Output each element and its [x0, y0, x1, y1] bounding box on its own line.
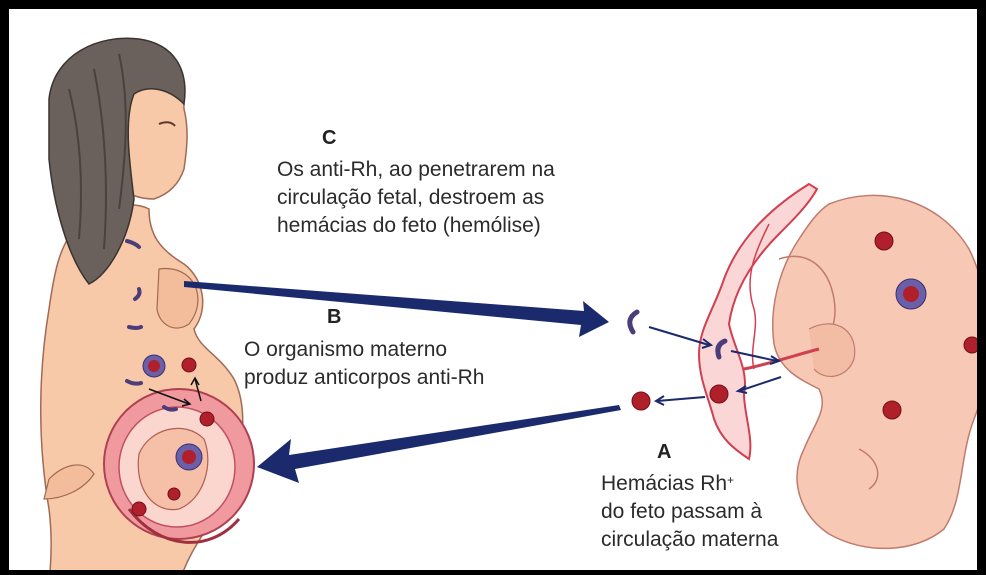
label-a-line-2: do feto passam à: [601, 499, 762, 525]
red-cell: [875, 232, 893, 250]
red-cell: [200, 412, 214, 426]
label-c-line-3: hemácias do feto (hemólise): [277, 213, 541, 239]
red-cell: [182, 358, 196, 372]
label-b-line-2: produz anticorpos anti-Rh: [244, 365, 484, 391]
fetus: [744, 195, 986, 548]
red-cell: [710, 385, 728, 403]
label-b-letter: B: [327, 306, 341, 329]
label-c-line-1: Os anti-Rh, ao penetrarem na: [277, 157, 555, 183]
antibody: [630, 312, 637, 332]
antibody: [129, 327, 141, 328]
arrow-to-fetus: [184, 281, 609, 337]
label-a-line-1-main: Hemácias Rh: [601, 472, 727, 495]
label-c-line-2: circulação fetal, destroem as: [277, 185, 544, 211]
red-cell: [964, 337, 980, 353]
illustration: [9, 9, 986, 575]
mother-figure: [41, 38, 254, 575]
red-cell: [168, 488, 180, 500]
label-a-line-1: Hemácias Rh+: [601, 471, 734, 497]
label-c-letter: C: [322, 127, 336, 150]
label-a-line-1-sup: +: [727, 473, 734, 487]
label-b-line-1: O organismo materno: [244, 337, 447, 363]
label-a-letter: A: [657, 441, 671, 464]
red-cell: [883, 401, 901, 419]
red-cell: [132, 502, 146, 516]
arrow-to-mother: [257, 405, 621, 483]
label-a-line-3: circulação materna: [601, 527, 778, 553]
red-cell: [632, 392, 650, 410]
